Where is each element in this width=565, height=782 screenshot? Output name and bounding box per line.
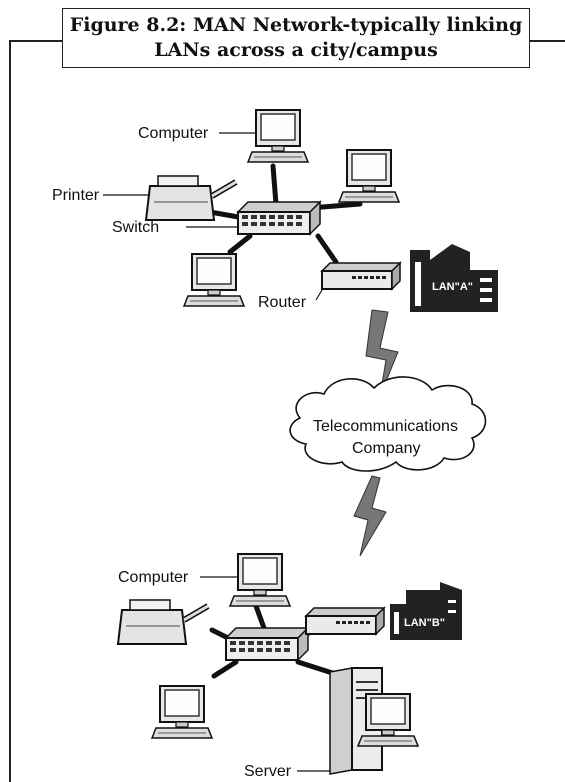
telecom-line2: Company [352,440,420,457]
lan-b-server-icon [329,667,419,775]
lan-b-building-label: LAN"B" [404,617,445,629]
lan-b-computer-icon [229,553,291,607]
figure-title: Figure 8.2: MAN Network-typically linkin… [62,8,530,68]
telecom-cloud-icon: Telecommunications Company [289,376,487,472]
lan-b-switch-icon [225,627,309,661]
lan-a-computer3-icon [183,253,245,307]
frame-top-border-left [9,40,63,42]
lan-b-wan-link-icon [353,475,387,557]
lan-a-router-icon [321,262,401,290]
lan-a-wan-link-icon [365,309,399,397]
lan-a-building-icon: LAN"A" [410,244,498,312]
telecom-line1: Telecommunications [313,418,458,435]
lan-a-switch-icon [237,201,321,235]
lan-a-cables [207,163,363,265]
lan-b-printer-icon [118,600,208,644]
lan-a-building-label: LAN"A" [432,281,473,293]
lan-a-printer-label: Printer [52,187,100,204]
frame-left-border [9,40,11,782]
lan-a-computer2-icon [338,149,400,203]
figure-title-line2: LANs across a city/campus [154,39,438,61]
lan-b-computer-label: Computer [118,569,189,586]
lan-b-router-icon [305,607,385,635]
lan-a-computer-icon [247,109,309,163]
lan-a-router-label: Router [258,294,307,311]
lan-a-switch-label: Switch [112,219,159,236]
frame-top-border-right [530,40,565,42]
lan-a-computer-label: Computer [138,125,209,142]
lan-b-server-label: Server [244,763,292,780]
figure-title-line1: Figure 8.2: MAN Network-typically linkin… [69,14,523,36]
lan-b-computer2-icon [151,685,213,739]
lan-b-building-icon: LAN"B" [390,582,462,640]
